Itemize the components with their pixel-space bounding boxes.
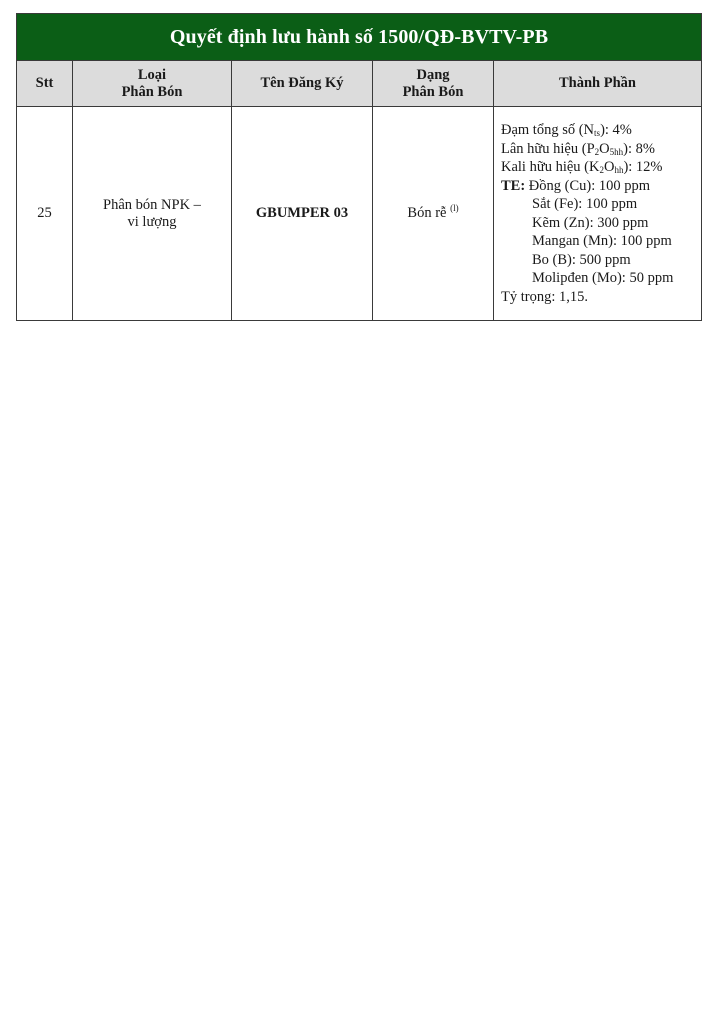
document-title: Quyết định lưu hành số 1500/QĐ-BVTV-PB (16, 13, 702, 61)
potassium-sub2: hh (614, 165, 624, 175)
title-row: Quyết định lưu hành số 1500/QĐ-BVTV-PB (16, 13, 702, 61)
loai-line1: Phân bón NPK – (103, 196, 201, 213)
potassium-pre: Kali hữu hiệu (K (501, 159, 600, 175)
component-density: Tỷ trọng: 1,15. (501, 288, 588, 305)
nitrogen-sub: ts (594, 128, 601, 138)
component-iron: Sắt (Fe): 100 ppm (532, 196, 638, 212)
phosphorus-pre: Lân hữu hiệu (P (501, 140, 595, 157)
phosphorus-sub1: 2 (594, 146, 600, 157)
component-copper: TE: Đồng (Cu): 100 ppm (501, 177, 697, 196)
component-phosphorus: Lân hữu hiệu (P2O5hh): 8% (501, 140, 697, 159)
header-thanh-phan: Thành Phần (493, 60, 702, 107)
header-dang-phan-bon: Dạng Phân Bón (372, 60, 494, 107)
component-manganese: Mangan (Mn): 100 ppm (532, 233, 672, 249)
header-ten-dang-ky: Tên Đăng Ký (231, 60, 373, 107)
nitrogen-pre: Đạm tổng số (N (501, 122, 595, 138)
cell-dang-phan-bon: Bón rễ (l) (372, 106, 494, 321)
phosphorus-mid: O (599, 140, 610, 157)
header-dang-line2: Phân Bón (402, 83, 464, 100)
table-row: 25 Phân bón NPK – vi lượng GBUMPER 03 Bó… (16, 106, 702, 321)
dang-text: Bón rễ (407, 205, 447, 221)
fertilizer-table: Quyết định lưu hành số 1500/QĐ-BVTV-PB S… (16, 13, 702, 321)
header-loai-line2: Phân Bón (121, 83, 183, 100)
cell-loai-phan-bon: Phân bón NPK – vi lượng (72, 106, 232, 321)
component-molybdenum: Molipđen (Mo): 50 ppm (532, 270, 674, 286)
header-stt: Stt (16, 60, 73, 107)
cell-stt: 25 (16, 106, 73, 321)
potassium-post: ): 12% (623, 159, 663, 175)
phosphorus-post: ): 8% (623, 140, 655, 157)
component-zinc: Kẽm (Zn): 300 ppm (532, 214, 649, 231)
cell-thanh-phan: Đạm tổng số (Nts): 4% Lân hữu hiệu (P2O5… (493, 106, 702, 321)
header-dang-line1: Dạng (416, 66, 450, 83)
header-loai-line1: Loại (137, 66, 167, 83)
nitrogen-post: ): 4% (600, 122, 632, 138)
header-row: Stt Loại Phân Bón Tên Đăng Ký Dạng Phân … (16, 60, 702, 107)
component-boron: Bo (B): 500 ppm (532, 251, 631, 268)
dang-footnote: (l) (450, 203, 459, 213)
potassium-mid: O (603, 159, 615, 175)
component-nitrogen: Đạm tổng số (Nts): 4% (501, 121, 697, 140)
loai-line2: vi lượng (127, 213, 177, 230)
phosphorus-sub2: 5hh (609, 146, 624, 157)
cell-ten-dang-ky: GBUMPER 03 (231, 106, 373, 321)
header-loai-phan-bon: Loại Phân Bón (72, 60, 232, 107)
copper-text: Đồng (Cu): 100 ppm (525, 177, 651, 194)
component-potassium: Kali hữu hiệu (K2Ohh): 12% (501, 158, 697, 177)
potassium-sub1: 2 (599, 165, 604, 175)
te-label: TE: (501, 177, 526, 194)
